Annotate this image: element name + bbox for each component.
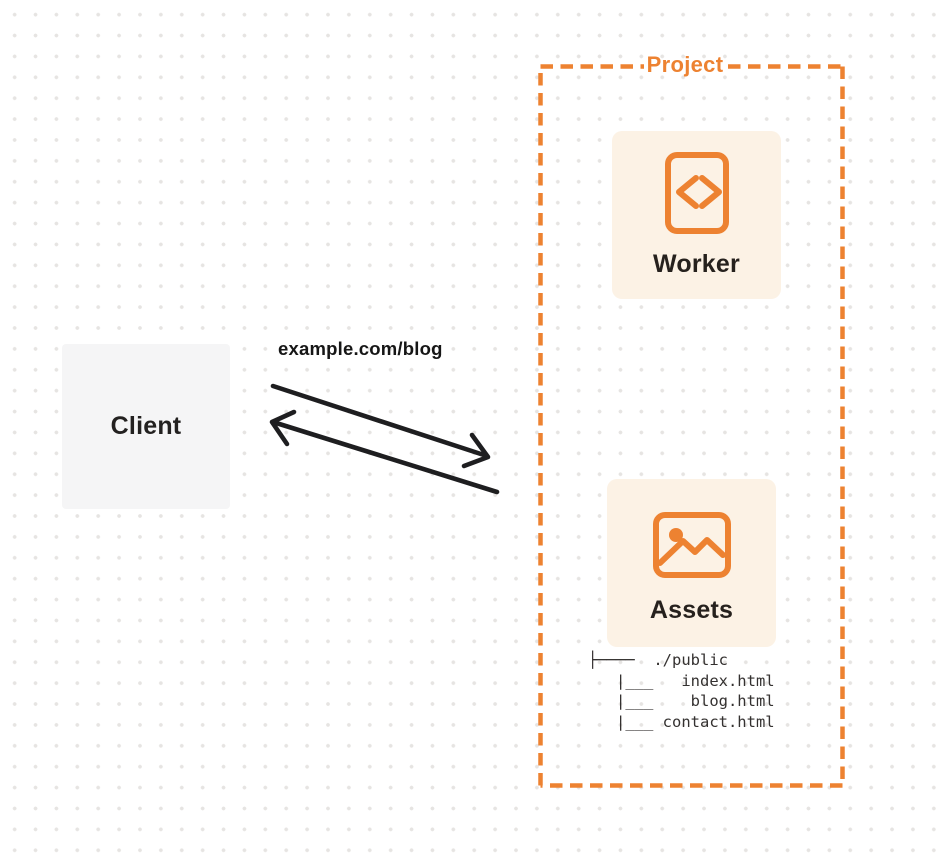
request-url-label: example.com/blog [278, 338, 443, 359]
assets-label: Assets [649, 596, 734, 624]
client-node: Client [62, 344, 230, 509]
client-label: Client [110, 412, 182, 440]
assets-node: Assets [607, 479, 776, 647]
request-arrow [270, 383, 491, 469]
worker-label: Worker [653, 250, 740, 278]
assets-file-tree: ├──── ./public |___ index.html |___ blog… [588, 651, 775, 732]
image-icon [652, 511, 732, 579]
project-boundary-title: Project [646, 52, 724, 77]
worker-node: Worker [612, 131, 781, 299]
code-file-icon [664, 151, 730, 235]
response-arrow [269, 409, 500, 495]
